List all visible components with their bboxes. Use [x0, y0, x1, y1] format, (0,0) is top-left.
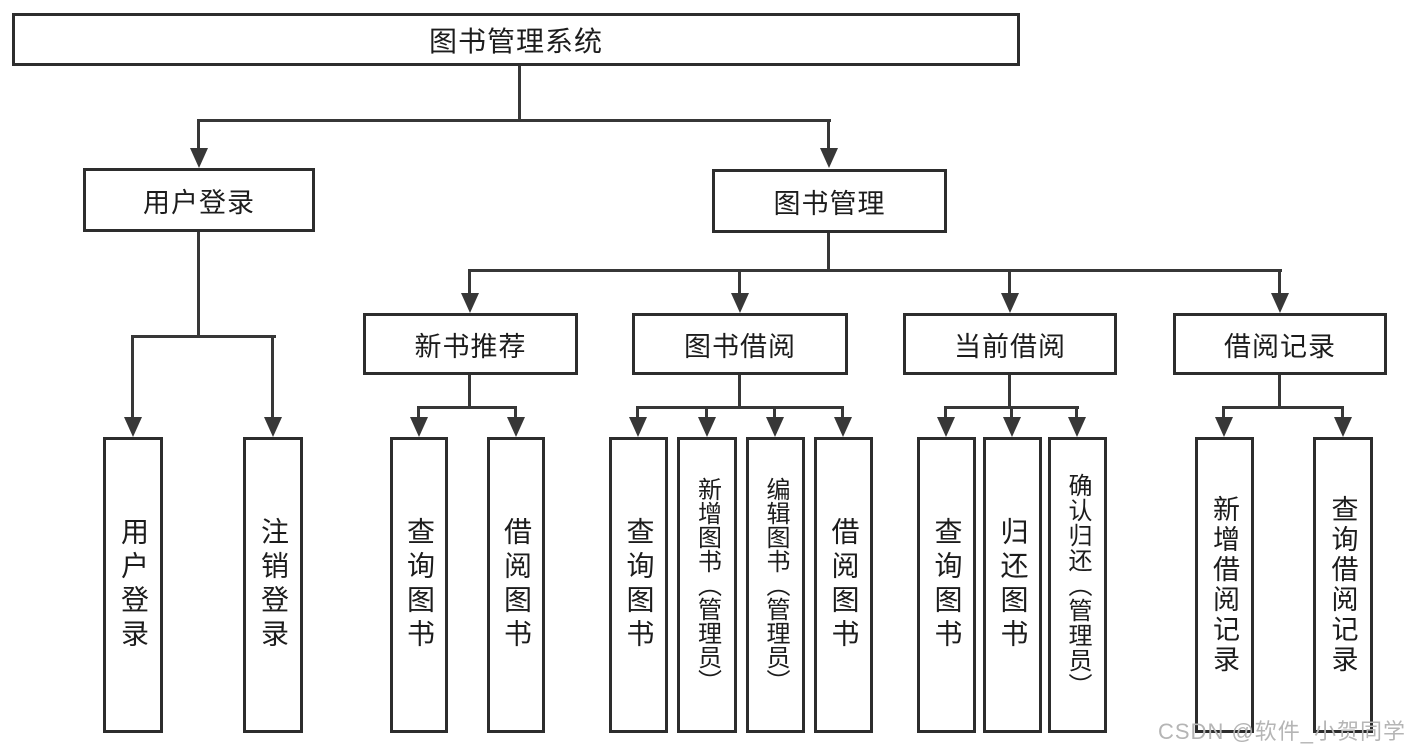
arrowhead-icon: [190, 148, 208, 168]
leaf-user-login: 用户登录: [103, 437, 163, 733]
arrowhead-icon: [1003, 417, 1021, 437]
connector-drop: [738, 269, 741, 294]
leaf-label: 查询图书: [623, 517, 655, 653]
node-book-management: 图书管理: [712, 169, 947, 233]
leaf-query-books-borrowing: 查询图书: [609, 437, 668, 733]
connector-drop: [636, 406, 639, 418]
connector-trunk: [1278, 375, 1281, 406]
connector-bus: [1222, 406, 1344, 409]
node-current-borrowing: 当前借阅: [903, 313, 1117, 375]
leaf-label: 新增借阅记录: [1209, 495, 1239, 675]
connector-l3-bus: [468, 269, 1282, 272]
arrowhead-icon: [820, 148, 838, 168]
leaf-borrow-books-recommend: 借阅图书: [487, 437, 545, 733]
node-borrowing-records: 借阅记录: [1173, 313, 1387, 375]
connector-drop: [468, 269, 471, 294]
leaf-label: 归还图书: [997, 517, 1029, 653]
connector-trunk: [738, 375, 741, 406]
arrowhead-icon: [1215, 417, 1233, 437]
leaf-label: 查询借阅记录: [1327, 495, 1358, 675]
connector-drop: [1341, 406, 1344, 418]
node-label: 用户登录: [143, 187, 255, 218]
leaf-label: 用户登录: [118, 517, 149, 653]
connector-drop: [1278, 269, 1281, 294]
leaf-add-books-admin: 新增图书（管理员）: [677, 437, 737, 733]
node-label: 借阅记录: [1224, 331, 1336, 362]
leaf-label: 确认归还（管理员）: [1064, 472, 1091, 698]
leaf-borrow-books-borrowing: 借阅图书: [814, 437, 873, 733]
arrowhead-icon: [731, 293, 749, 313]
connector-l2-bus: [197, 119, 831, 122]
node-book-borrowing: 图书借阅: [632, 313, 848, 375]
node-new-book-recommendation: 新书推荐: [363, 313, 578, 375]
arrowhead-icon: [834, 417, 852, 437]
connector-drop: [1010, 406, 1013, 418]
connector-root-trunk: [518, 66, 521, 119]
connector-drop: [271, 335, 274, 418]
node-user-login: 用户登录: [83, 168, 315, 232]
connector-drop: [1008, 269, 1011, 294]
connector-drop: [1222, 406, 1225, 418]
arrowhead-icon: [1271, 293, 1289, 313]
arrowhead-icon: [1068, 417, 1086, 437]
node-library-management-system: 图书管理系统: [12, 13, 1020, 66]
arrowhead-icon: [629, 417, 647, 437]
leaf-query-books-current: 查询图书: [917, 437, 976, 733]
arrowhead-icon: [461, 293, 479, 313]
connector-drop: [131, 335, 134, 418]
connector-drop: [417, 406, 420, 418]
leaf-add-borrow-record: 新增借阅记录: [1195, 437, 1254, 733]
node-label: 当前借阅: [954, 331, 1066, 362]
leaf-label: 编辑图书（管理员）: [762, 477, 789, 693]
connector-drop: [1075, 406, 1078, 418]
node-label: 图书管理系统: [428, 25, 603, 57]
leaf-label: 借阅图书: [828, 517, 860, 653]
leaf-label: 新增图书（管理员）: [693, 477, 721, 693]
arrowhead-icon: [698, 417, 716, 437]
connector-drop: [705, 406, 708, 418]
connector-bus: [636, 406, 844, 409]
leaf-logout: 注销登录: [243, 437, 303, 733]
node-label: 图书管理: [773, 188, 886, 219]
leaf-label: 借阅图书: [501, 517, 532, 653]
connector-drop: [773, 406, 776, 418]
arrowhead-icon: [410, 417, 428, 437]
leaf-label: 查询图书: [404, 517, 435, 653]
leaf-confirm-return-admin: 确认归还（管理员）: [1048, 437, 1107, 733]
leaf-return-books: 归还图书: [983, 437, 1042, 733]
connector-trunk: [468, 375, 471, 406]
csdn-watermark: CSDN @软件_小贺同学: [1158, 719, 1405, 744]
connector-bus: [417, 406, 517, 409]
leaf-label: 注销登录: [258, 517, 289, 653]
leaf-query-borrow-record: 查询借阅记录: [1313, 437, 1373, 733]
connector-user-login-bus: [131, 335, 276, 338]
connector-book-mgmt-trunk: [827, 233, 830, 271]
connector-drop-book-mgmt: [827, 119, 830, 150]
leaf-label: 查询图书: [931, 517, 963, 653]
arrowhead-icon: [1001, 293, 1019, 313]
arrowhead-icon: [1334, 417, 1352, 437]
arrowhead-icon: [507, 417, 525, 437]
connector-drop: [841, 406, 844, 418]
arrowhead-icon: [766, 417, 784, 437]
connector-drop-user-login: [197, 119, 200, 150]
connector-user-login-trunk: [197, 232, 200, 335]
arrowhead-icon: [264, 417, 282, 437]
arrowhead-icon: [937, 417, 955, 437]
connector-drop: [514, 406, 517, 418]
connector-trunk: [1008, 375, 1011, 406]
connector-drop: [944, 406, 947, 418]
node-label: 图书借阅: [684, 331, 796, 362]
leaf-query-books-recommend: 查询图书: [390, 437, 448, 733]
arrowhead-icon: [124, 417, 142, 437]
node-label: 新书推荐: [414, 331, 527, 362]
leaf-edit-books-admin: 编辑图书（管理员）: [746, 437, 805, 733]
